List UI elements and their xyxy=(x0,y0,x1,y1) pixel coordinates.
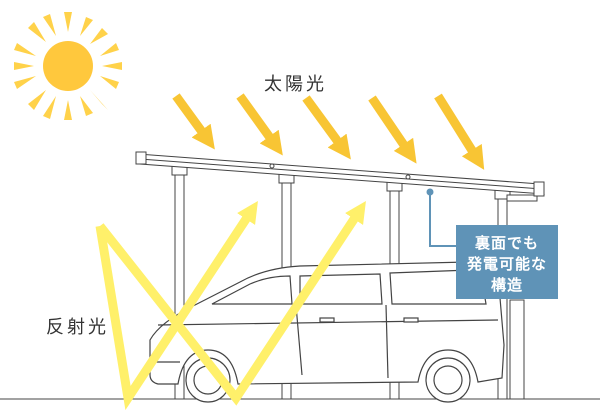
callout-line-3: 構造 xyxy=(491,276,523,294)
callout-line-1: 裏面でも xyxy=(474,234,539,252)
sun-icon xyxy=(14,12,122,120)
sunlight-arrow-5 xyxy=(434,93,485,170)
solar-panel-roof xyxy=(135,151,545,197)
incoming-sunlight-arrows xyxy=(172,93,485,170)
sun-disc xyxy=(43,41,93,91)
callout-leader-line xyxy=(429,192,458,247)
callout-line-2: 発電可能な xyxy=(466,255,547,273)
sunlight-arrow-1 xyxy=(172,93,215,150)
sunlight-arrow-3 xyxy=(302,95,351,160)
sunlight-arrow-4 xyxy=(368,95,417,164)
sunlight-arrow-2 xyxy=(236,93,283,156)
bifacial-callout: 裏面でも 発電可能な 構造 xyxy=(426,188,558,299)
sun-rays xyxy=(14,12,122,120)
reflected-arrow-2 xyxy=(96,200,366,406)
reflected-light-arrows xyxy=(95,200,366,411)
sunlight-label: 太陽光 xyxy=(264,74,327,95)
minivan-car xyxy=(149,261,505,403)
reflected-arrow-1 xyxy=(95,200,258,411)
reflected-light-label: 反射光 xyxy=(46,317,109,338)
callout-box xyxy=(456,225,558,299)
